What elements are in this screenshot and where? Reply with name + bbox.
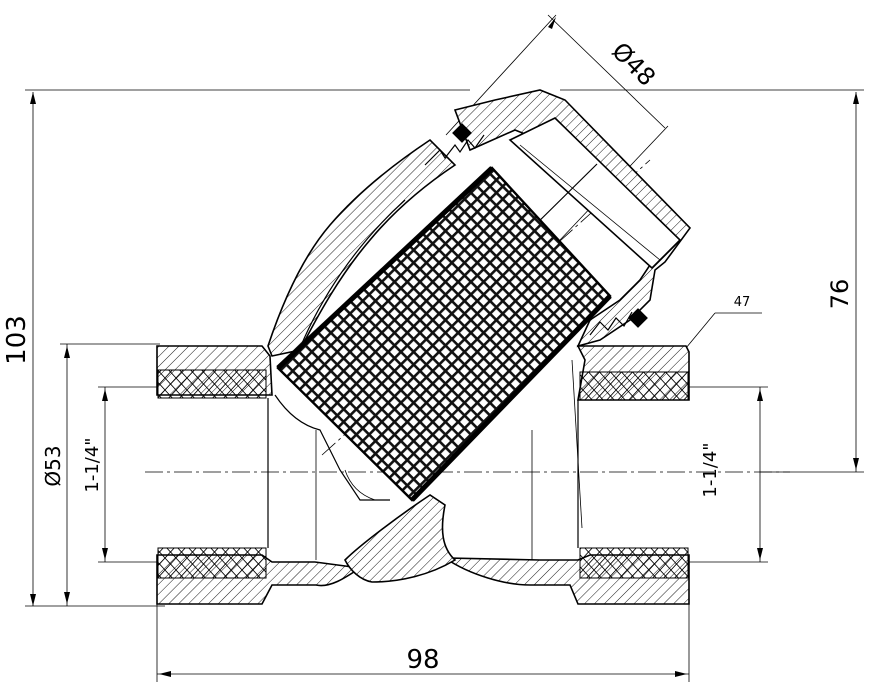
dim-thread-left: 1-1/4" xyxy=(82,437,103,492)
filter-mesh xyxy=(276,166,612,502)
dim-thread-right: 1-1/4" xyxy=(700,442,721,497)
dim-height-total: 103 xyxy=(2,315,32,365)
pipe-threads xyxy=(157,369,689,579)
dim-diameter-top: Ø48 xyxy=(606,37,661,92)
inner-contours xyxy=(274,199,583,529)
dim-width-total: 98 xyxy=(406,645,439,675)
dim-diameter-body: Ø53 xyxy=(41,445,65,486)
o-ring-top xyxy=(452,123,472,143)
dim-height-branch: 76 xyxy=(826,279,854,310)
dim-callout: 47 xyxy=(734,295,751,310)
o-ring-bottom xyxy=(628,308,648,328)
